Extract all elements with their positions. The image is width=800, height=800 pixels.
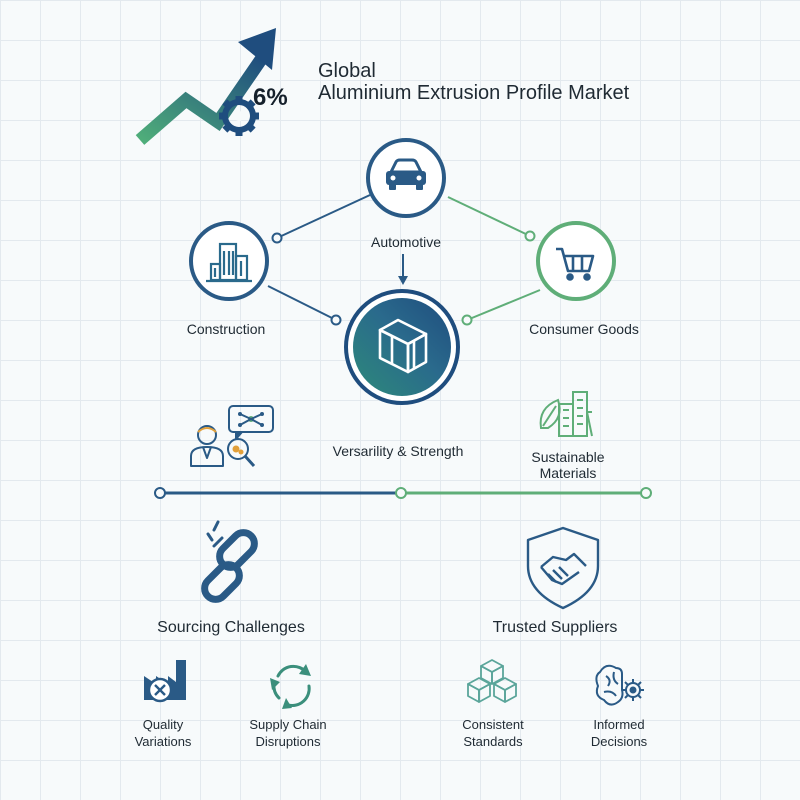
automotive-node xyxy=(366,138,446,218)
quality-variations-label-line-1: Quality xyxy=(142,717,184,732)
cubes-icon xyxy=(467,659,517,703)
title-line-2: Aluminium Extrusion Profile Market xyxy=(318,82,630,104)
timeline-bar xyxy=(154,487,652,499)
connector-consumer-core xyxy=(466,289,541,321)
arrowhead-down xyxy=(398,276,408,285)
sustainable-label-line-2: Materials xyxy=(539,465,597,481)
connector-construction-core xyxy=(267,285,337,321)
quality-variations-label-line-2: Variations xyxy=(134,734,192,749)
consistent-standards-label-line-2: Standards xyxy=(463,734,523,749)
versatility-label: Versarility & Strength xyxy=(332,443,464,459)
growth-arrow-icon xyxy=(135,28,276,145)
consultant-analytics-icon xyxy=(190,405,274,468)
consumer-goods-node xyxy=(536,221,616,301)
connector-construction-automotive xyxy=(276,194,371,239)
gear-icon xyxy=(219,96,259,136)
connector-automotive-consumer xyxy=(447,196,531,237)
connector-lines xyxy=(267,194,541,321)
title-line-1: Global xyxy=(318,60,376,82)
consistent-standards-label-line-1: Consistent xyxy=(462,717,524,732)
sourcing-challenges-title: Sourcing Challenges xyxy=(157,619,305,636)
construction-node xyxy=(189,221,269,301)
recycle-arrows-icon xyxy=(270,664,311,709)
handshake-shield-icon xyxy=(526,526,600,610)
supply-chain-label-line-1: Supply Chain xyxy=(249,717,327,732)
growth-value: 6% xyxy=(253,84,288,111)
leaf-building-icon xyxy=(539,391,593,437)
shopping-cart-icon xyxy=(556,247,595,281)
construction-label: Construction xyxy=(186,321,266,337)
brain-gear-icon xyxy=(595,664,644,706)
aluminium-profile-icon xyxy=(378,318,428,374)
sustainable-label-line-1: Sustainable xyxy=(531,449,605,465)
buildings-icon xyxy=(206,242,252,283)
connector-dots xyxy=(271,230,536,326)
consumer-goods-label: Consumer Goods xyxy=(529,321,639,337)
informed-decisions-label-line-1: Informed xyxy=(593,717,645,732)
core-node xyxy=(344,289,460,405)
trusted-suppliers-title: Trusted Suppliers xyxy=(492,619,618,636)
supply-chain-label-line-2: Disruptions xyxy=(255,734,321,749)
factory-icon xyxy=(144,660,186,703)
informed-decisions-label-line-2: Decisions xyxy=(590,734,648,749)
broken-chain-icon xyxy=(201,520,258,603)
automotive-label: Automotive xyxy=(370,234,442,250)
car-icon xyxy=(386,158,426,190)
